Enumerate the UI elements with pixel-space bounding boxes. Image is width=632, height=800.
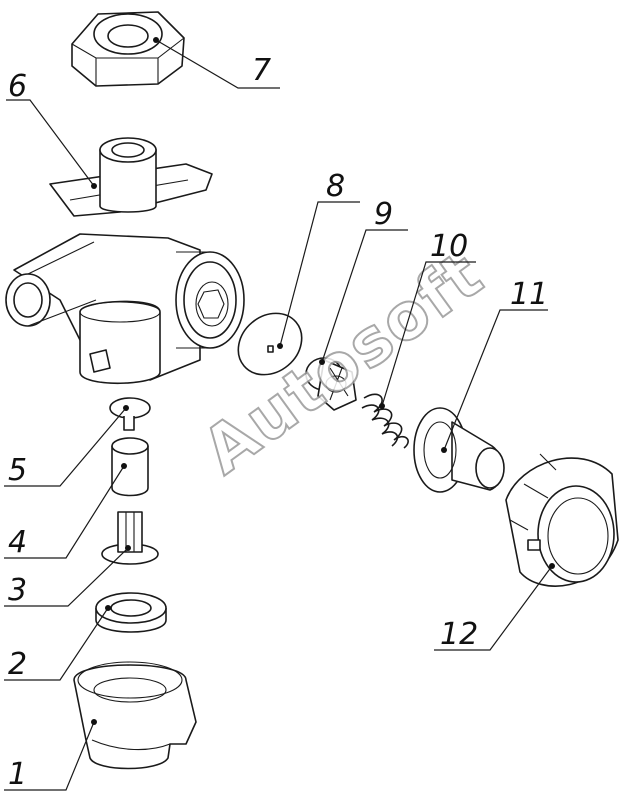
- part-12-union-nut: [505, 453, 619, 587]
- callout-4: 4: [8, 525, 27, 560]
- part-1-union-nut: [73, 661, 197, 770]
- callout-1: 1: [8, 757, 27, 792]
- part-2-washer: [95, 592, 167, 633]
- part-6-valve-body: [5, 137, 245, 385]
- callout-2: 2: [8, 647, 27, 682]
- part-3-collet: [101, 511, 159, 565]
- callout-7: 7: [252, 53, 271, 88]
- part-7-hex-nut: [71, 11, 185, 87]
- part-9-valve-stem: [305, 357, 357, 411]
- callout-12: 12: [440, 617, 478, 652]
- part-5-valve-disc: [109, 397, 151, 431]
- callout-5: 5: [8, 453, 27, 488]
- callout-10: 10: [430, 229, 468, 264]
- callout-3: 3: [8, 573, 27, 608]
- part-8-gasket-disc: [237, 312, 303, 376]
- part-10-spring: [361, 393, 409, 449]
- callout-6: 6: [8, 69, 27, 104]
- callout-numbers: 7 6 8 9 10 11 12 5 4 3 2 1: [8, 53, 548, 792]
- part-4-sleeve: [111, 437, 149, 497]
- callout-11: 11: [510, 277, 548, 312]
- part-11-piston: [413, 407, 505, 493]
- callout-8: 8: [326, 169, 345, 204]
- leader-lines: [4, 37, 555, 791]
- callout-9: 9: [374, 197, 393, 232]
